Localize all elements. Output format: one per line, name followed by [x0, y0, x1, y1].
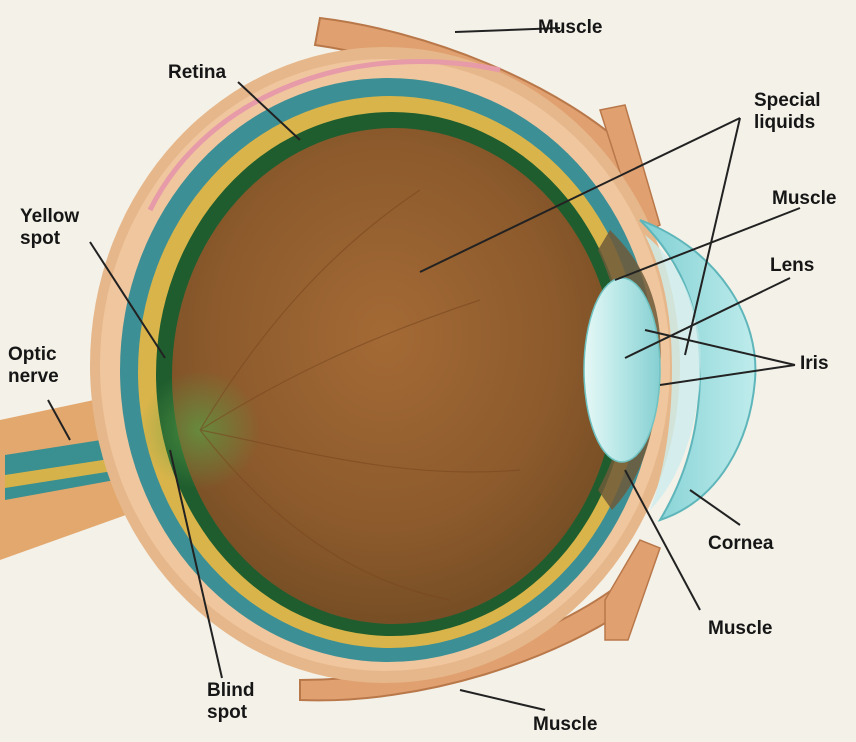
- label-muscle-right: Muscle: [772, 188, 836, 210]
- label-retina: Retina: [168, 62, 226, 84]
- label-blind-spot: Blind spot: [207, 680, 255, 724]
- label-special-liquids: Special liquids: [754, 90, 821, 134]
- label-muscle-lower-right: Muscle: [708, 618, 772, 640]
- label-optic-nerve: Optic nerve: [8, 344, 59, 388]
- label-yellow-spot: Yellow spot: [20, 206, 79, 250]
- vitreous-body: [172, 128, 616, 624]
- label-cornea: Cornea: [708, 533, 773, 555]
- label-muscle-bottom: Muscle: [533, 714, 597, 736]
- lens: [584, 278, 660, 462]
- label-iris: Iris: [800, 353, 829, 375]
- label-lens: Lens: [770, 255, 814, 277]
- label-muscle-top: Muscle: [538, 17, 602, 39]
